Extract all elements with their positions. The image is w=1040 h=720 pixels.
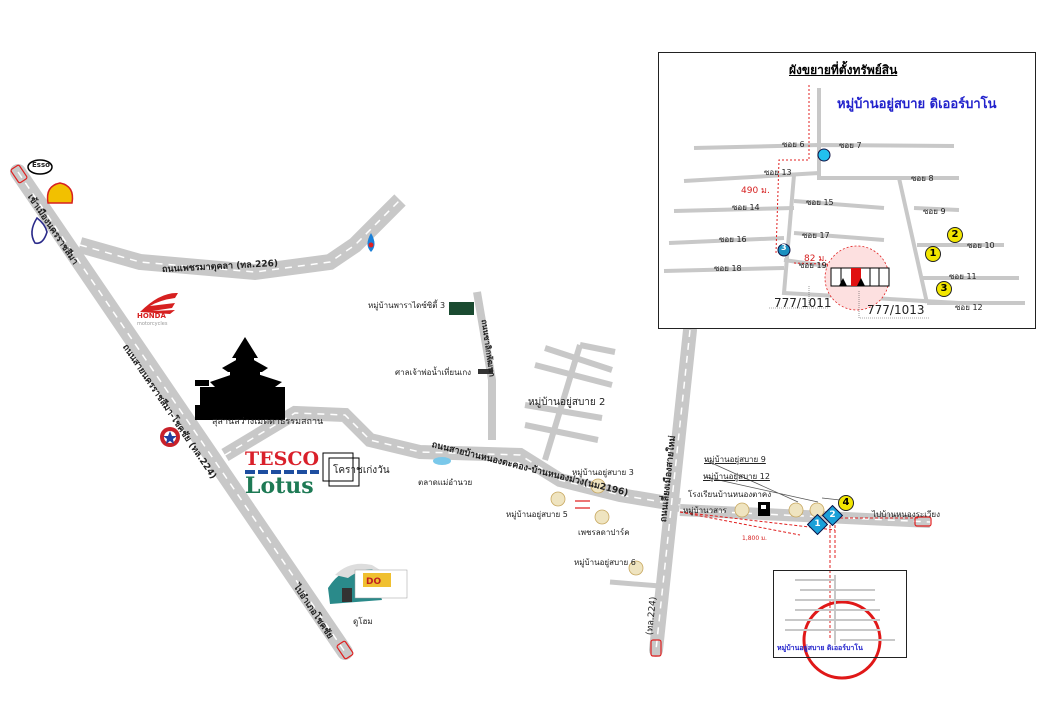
inset-diamond-3: 3	[781, 243, 787, 252]
dist-1800-label: 1,800 ม.	[742, 535, 767, 542]
shell-icon	[46, 182, 74, 204]
arrow-north-icon	[10, 164, 28, 184]
village5-label: หมู่บ้านอยู่สบาย 5	[506, 510, 568, 519]
honda-sub: motorcycles	[137, 321, 168, 327]
dist-arrow	[679, 511, 801, 536]
inset-subtitle: หมู่บ้านอยู่สบาย ดิเออร์บาโน	[837, 97, 997, 112]
dist-490-label: 490 ม.	[741, 186, 770, 196]
road-hwy224-west	[10, 164, 353, 660]
soi-7: ซอย 7	[839, 141, 862, 150]
korat-kengwan-label: โคราชเก่งวัน	[333, 465, 390, 476]
marker-badge-4: 4	[838, 495, 854, 511]
ptt-dot	[368, 242, 374, 248]
shrine-label: ศาลเจ้าพ่อน้ำเที่ยนเกง	[395, 368, 472, 377]
road-hwy226	[77, 194, 406, 281]
korat-box	[322, 452, 354, 482]
road-to-nongrawiang	[679, 504, 931, 528]
village9-label: หมู่บ้านอยู่สบาย 9	[704, 455, 766, 464]
bottom-inset-streets	[785, 575, 895, 645]
soi-15: ซอย 15	[806, 198, 834, 207]
village12-label: หมู่บ้านอยู่สบาย 12	[703, 472, 770, 481]
soi-13: ซอย 13	[764, 168, 792, 177]
svg-text:DO: DO	[366, 577, 381, 587]
inset-title: ผังขยายที่ตั้งทรัพย์สิน	[789, 63, 898, 77]
label-to-nongrawiang: ไปบ้านหนองระเวียง	[872, 510, 941, 519]
soi-8: ซอย 8	[911, 174, 934, 183]
soi-6: ซอย 6	[782, 140, 805, 149]
soi-10: ซอย 10	[967, 241, 995, 250]
village-icons	[550, 478, 825, 576]
dohome-icon: DO	[328, 563, 408, 604]
soi-18: ซอย 18	[714, 264, 742, 273]
leader-lines	[704, 459, 841, 503]
inset-bottom: หมู่บ้านอยู่สบาย ดิเออร์บาโน	[773, 570, 907, 658]
road-side	[473, 291, 496, 440]
pond-icon	[433, 457, 451, 465]
esso-text: Esso	[32, 161, 50, 169]
wasan-label: หมู่บ้านวสาร	[683, 506, 727, 515]
caltex-icon	[160, 427, 180, 447]
village3-label: หมู่บ้านอยู่สบาย 3	[572, 468, 634, 477]
soi-17: ซอย 17	[802, 231, 830, 240]
arrow-south-icon	[336, 640, 354, 660]
apartment-icon	[449, 302, 474, 315]
dist-82-label: 82 ม.	[804, 254, 828, 264]
arrow-east-icon	[914, 516, 932, 527]
bangchak-icon	[31, 216, 48, 245]
village2-label: หมู่บ้านอยู่สบาย 2	[528, 397, 606, 408]
village6-street	[609, 579, 661, 589]
inset-badge-2: 2	[947, 227, 963, 243]
tesco-lotus-logo: TESCO Lotus	[245, 448, 320, 499]
soi-19: ซอย 19	[799, 261, 827, 270]
soi-11: ซอย 11	[949, 272, 977, 281]
village6-label: หมู่บ้านอยู่สบาย 6	[574, 558, 636, 567]
pagoda-icon	[195, 337, 285, 420]
school-label: โรงเรียนบ้านหนองตาคง	[688, 490, 772, 499]
road-east-ring	[649, 323, 697, 657]
inset-bottom-subtitle: หมู่บ้านอยู่สบาย ดิเออร์บาโน	[777, 644, 863, 652]
cemetery-label: สุสานสว่างเมตตาธรรมสถาน	[212, 417, 324, 427]
lotus-text: Lotus	[245, 473, 314, 499]
shrine-icon	[478, 369, 493, 374]
inset-streets	[663, 85, 1025, 319]
soi-14: ซอย 14	[732, 203, 760, 212]
honda-text: HONDA	[137, 312, 166, 320]
tesco-stripes	[245, 470, 320, 474]
inset-badge-3: 3	[936, 281, 952, 297]
inset-top: ผังขยายที่ตั้งทรัพย์สิน หมู่บ้านอยู่สบาย…	[658, 52, 1036, 329]
honda-icon	[140, 292, 178, 314]
plot-777-1011: 777/1011	[774, 296, 832, 310]
phet-park-label: เพชรลดาปาร์ค	[578, 528, 630, 537]
esso-icon	[27, 159, 53, 175]
soi-16: ซอย 16	[719, 235, 747, 244]
market-label: ตลาดแม่อำนวย	[418, 478, 473, 487]
arrow-south-ring-icon	[650, 639, 662, 657]
korat-box-inner	[328, 457, 360, 487]
school-flag	[761, 505, 766, 509]
tesco-text: TESCO	[245, 448, 320, 470]
village2-streets	[524, 342, 616, 461]
plot-777-1013: 777/1013	[867, 303, 925, 317]
soi-12: ซอย 12	[955, 303, 983, 312]
dome-label: ดูโฮม	[353, 617, 373, 626]
route-marks	[575, 500, 590, 509]
soi-9: ซอย 9	[923, 207, 946, 216]
inset-badge-1: 1	[925, 246, 941, 262]
paradise-label: หมู่บ้านพาราไดซ์ซิตี้ 3	[368, 301, 446, 310]
